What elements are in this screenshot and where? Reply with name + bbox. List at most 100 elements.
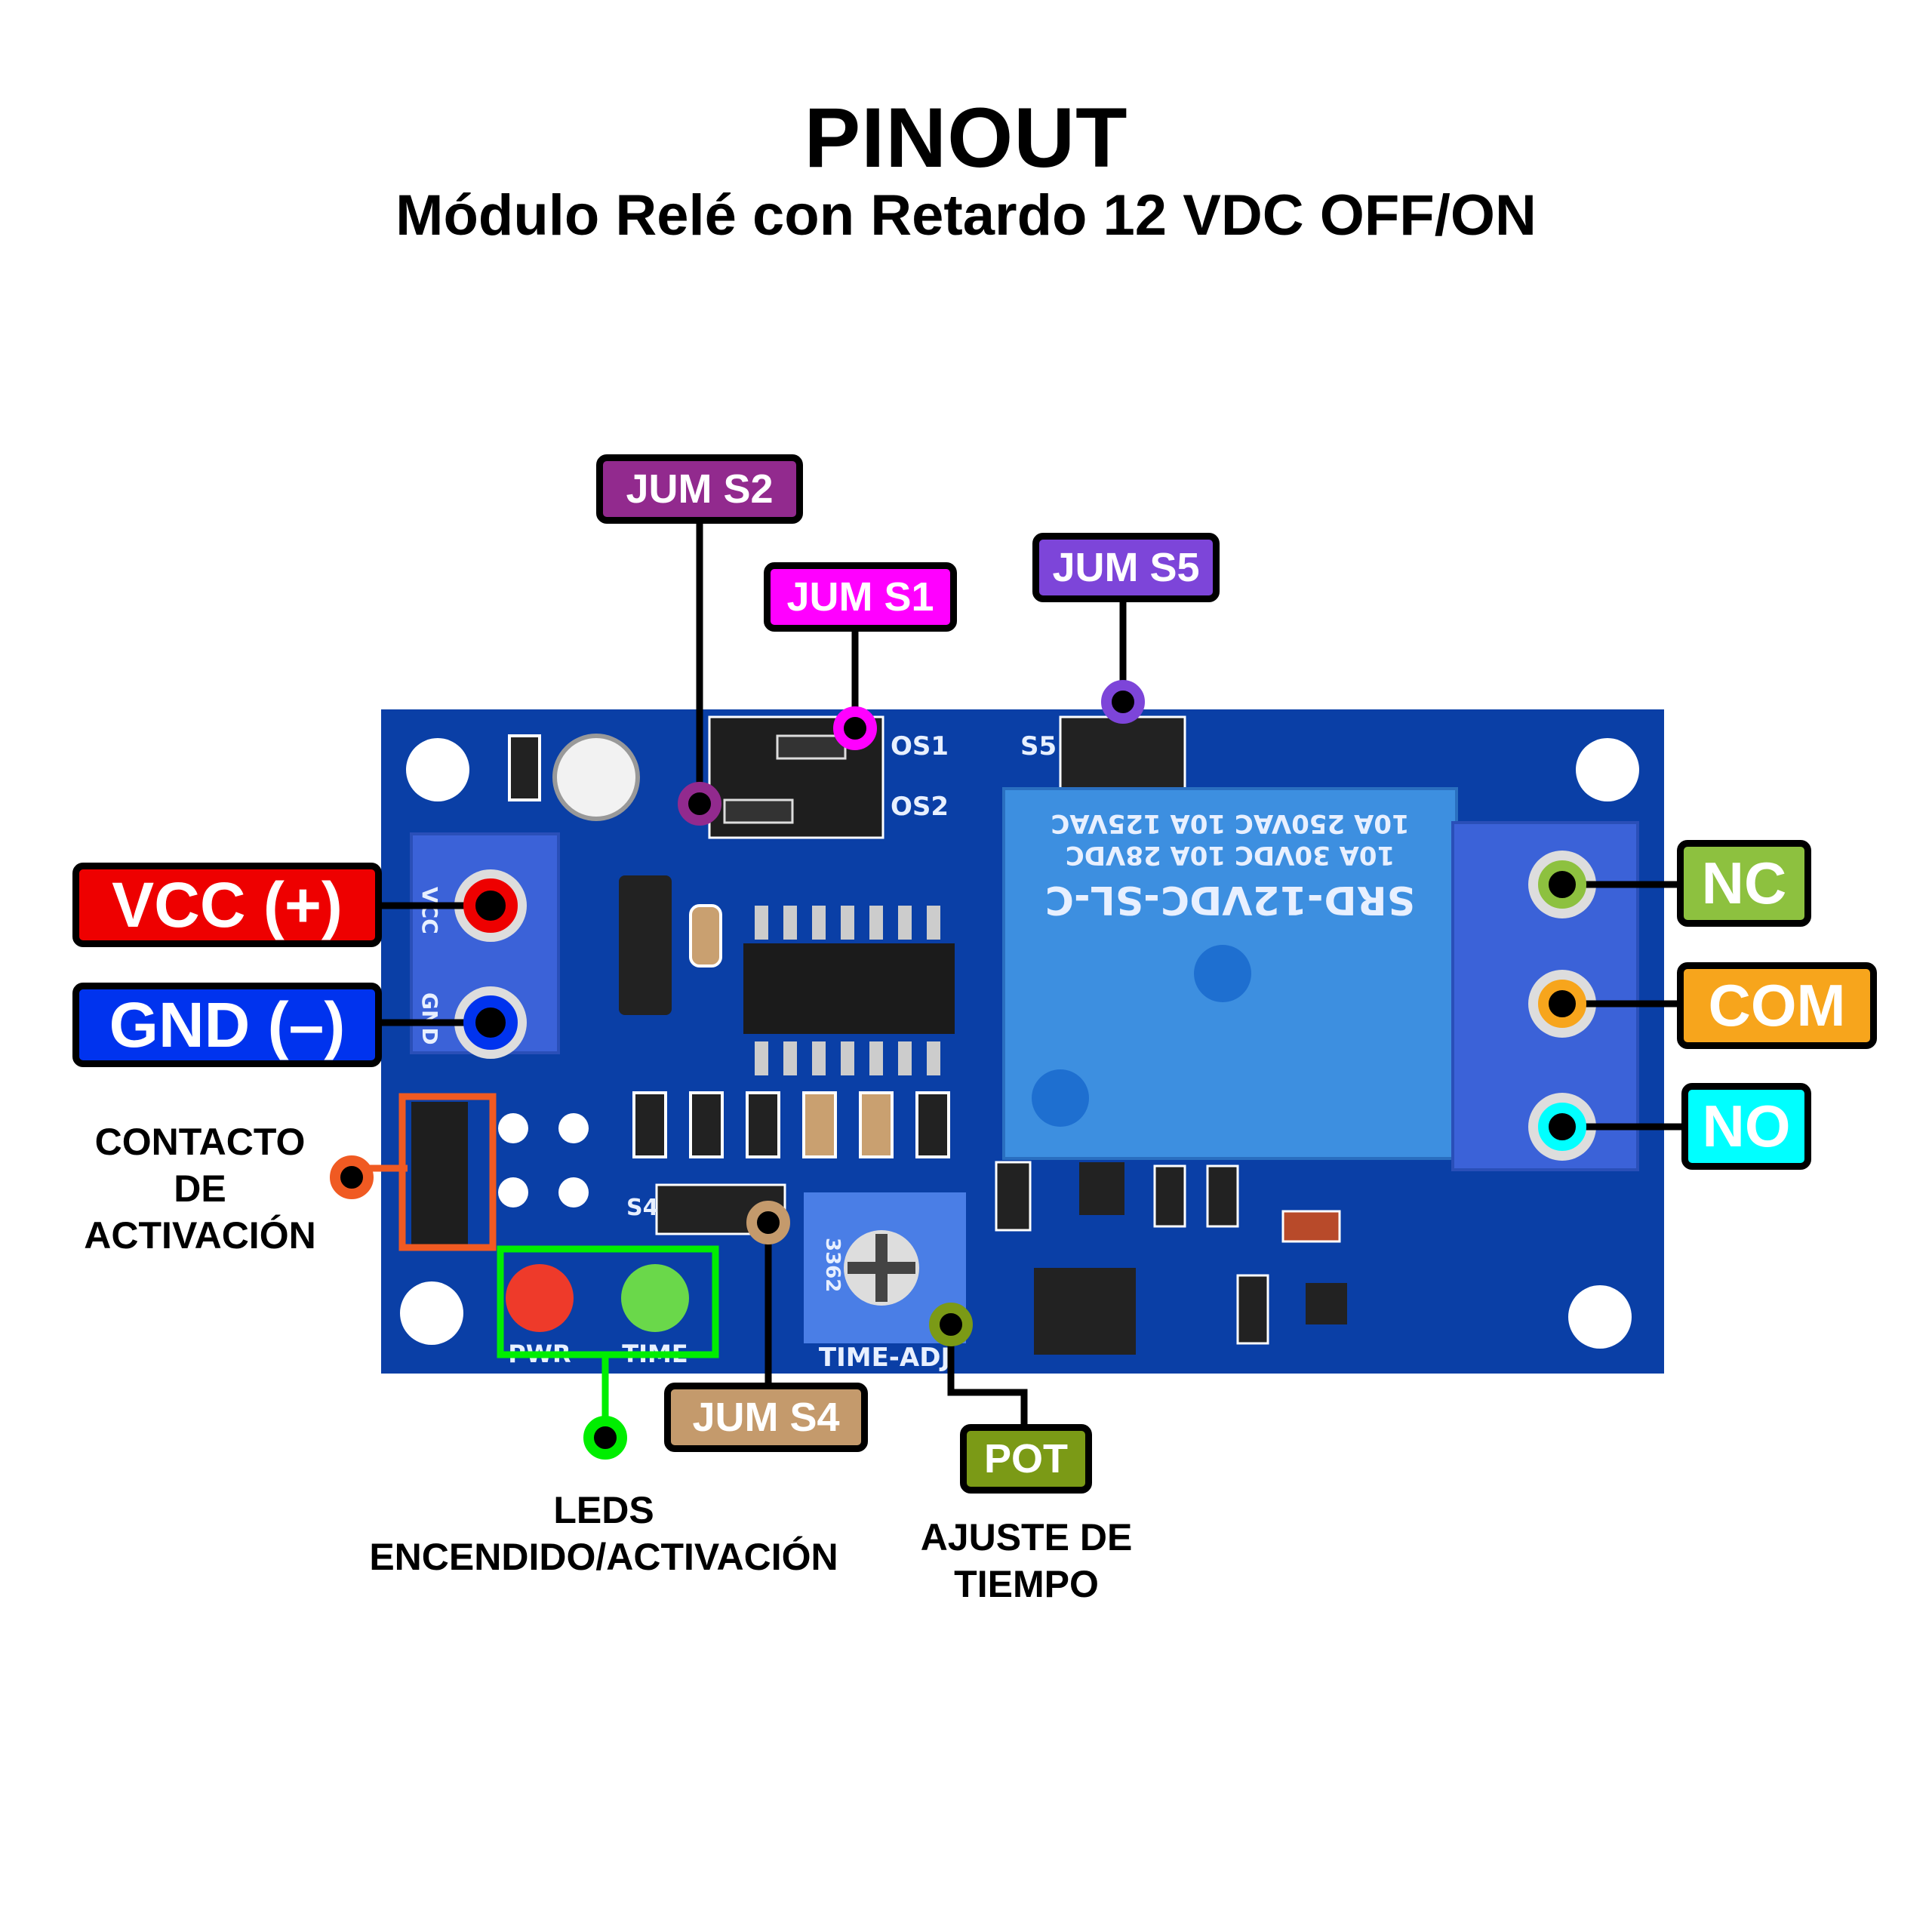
- ic-pin: [869, 906, 883, 940]
- activation-header: [411, 1102, 468, 1245]
- nc-marker: [1538, 860, 1586, 909]
- smd-resistor: [689, 1091, 724, 1158]
- vcc-label-text: VCC: [112, 869, 246, 940]
- com-marker: [1538, 980, 1586, 1028]
- smd-resistor: [859, 1091, 894, 1158]
- nc-label: NC: [1677, 840, 1811, 927]
- relay-dot: [1194, 945, 1251, 1002]
- silk-time-adj: TIME-ADJ: [819, 1343, 950, 1373]
- leds-marker: [583, 1416, 627, 1460]
- pad: [558, 1177, 589, 1208]
- pad: [498, 1113, 528, 1143]
- transistor: [1079, 1162, 1124, 1215]
- relay-rating-1: 10A 30VDC 10A 28VDC: [1066, 840, 1395, 870]
- silk-os2: OS2: [891, 792, 949, 822]
- ic-pin: [812, 1041, 826, 1075]
- ic-pin: [783, 1041, 797, 1075]
- optocoupler: [1034, 1268, 1136, 1355]
- smd-part: [1236, 1274, 1269, 1345]
- leds-caption-line: LEDS: [553, 1489, 654, 1531]
- smd-resistor: [746, 1091, 780, 1158]
- smd-part: [1206, 1164, 1239, 1228]
- ic-pin: [927, 1041, 940, 1075]
- pot-caption-line: AJUSTE DE: [920, 1516, 1133, 1558]
- ic-pin: [783, 906, 797, 940]
- silk-os1: OS1: [891, 731, 949, 761]
- ic-pin: [841, 1041, 854, 1075]
- relay-model: SRD-12VDC-SL-C: [1045, 877, 1415, 922]
- silk-gnd: GND: [417, 992, 442, 1045]
- gnd-label-symbol: (–): [267, 989, 346, 1060]
- no-label-text: NO: [1702, 1093, 1791, 1159]
- jum-s2-label-text: JUM S2: [626, 466, 774, 512]
- pad: [498, 1177, 528, 1208]
- contacto-marker: [330, 1155, 374, 1199]
- smd-resistor: [508, 734, 541, 801]
- capacitor: [552, 734, 640, 821]
- jumper-block-os: OS1 OS2: [708, 715, 949, 839]
- smd-capacitor: [689, 904, 722, 968]
- no-marker: [1538, 1103, 1586, 1151]
- page-title: PINOUT: [804, 91, 1128, 185]
- silk-s4: S4: [626, 1195, 658, 1221]
- relay: SRD-12VDC-SL-C 10A 30VDC 10A 28VDC 10A 2…: [1002, 787, 1458, 1160]
- relay-dot: [1032, 1069, 1089, 1127]
- relay-rating-2: 10A 250VAC 10A 125VAC: [1051, 808, 1409, 838]
- contacto-caption-line: ACTIVACIÓN: [84, 1214, 316, 1257]
- jum-s5-label: JUM S5: [1032, 533, 1220, 602]
- gnd-marker: [463, 995, 518, 1050]
- contacto-caption-line: DE: [174, 1168, 226, 1210]
- highlight-contacto: [398, 1093, 497, 1251]
- silk-s5: S5: [1020, 731, 1057, 761]
- jum-s1-marker: [833, 706, 877, 750]
- mount-hole-tl: [406, 738, 469, 801]
- smd-diode: [1281, 1210, 1341, 1243]
- jum-s4-marker: [746, 1201, 790, 1244]
- vcc-label-symbol: (+): [263, 869, 343, 940]
- smd-resistor: [915, 1091, 950, 1158]
- contacto-caption-line: CONTACTO: [94, 1121, 306, 1163]
- pot-label: POT: [960, 1424, 1092, 1494]
- smd-part: [1153, 1164, 1186, 1228]
- led-time: [621, 1264, 689, 1332]
- smd-resistor-row: [632, 1091, 950, 1158]
- gnd-label: GND (–): [72, 983, 382, 1067]
- markers: [330, 680, 1586, 1460]
- jum-s4-label: JUM S4: [664, 1383, 868, 1452]
- ic-pin: [898, 1041, 912, 1075]
- jum-s4-label-text: JUM S4: [692, 1395, 840, 1440]
- jum-s2-marker: [678, 782, 721, 826]
- ic-pin: [898, 906, 912, 940]
- ic-pin: [755, 906, 768, 940]
- pot-label-text: POT: [983, 1436, 1068, 1481]
- mount-hole-br: [1568, 1285, 1632, 1349]
- led-pwr: [506, 1264, 574, 1332]
- jum-s5-label-text: JUM S5: [1052, 545, 1200, 590]
- ic-pin: [869, 1041, 883, 1075]
- nc-label-text: NC: [1701, 850, 1787, 916]
- jum-s1-label-text: JUM S1: [786, 574, 934, 620]
- mount-hole-tr: [1576, 738, 1639, 801]
- ic-pin: [927, 906, 940, 940]
- pot-code: 3362: [821, 1238, 844, 1292]
- com-label-text: COM: [1708, 972, 1846, 1038]
- vcc-label: VCC (+): [72, 863, 382, 947]
- vcc-marker: [463, 878, 518, 933]
- pot-caption: AJUSTE DE TIEMPO: [875, 1514, 1177, 1607]
- contacto-caption: CONTACTO DE ACTIVACIÓN: [60, 1118, 340, 1259]
- leds-caption-line: ENCENDIDO/ACTIVACIÓN: [369, 1536, 838, 1578]
- ic-pin: [755, 1041, 768, 1075]
- jum-s1-label: JUM S1: [764, 562, 957, 632]
- ic-pin: [841, 906, 854, 940]
- mount-hole-bl: [400, 1281, 463, 1345]
- smd-resistor: [632, 1091, 667, 1158]
- jum-s5-marker: [1101, 680, 1145, 724]
- ic-chip: [743, 906, 955, 1075]
- smd-resistor: [802, 1091, 837, 1158]
- smd-part: [995, 1161, 1032, 1232]
- ic-pin: [812, 906, 826, 940]
- page-subtitle: Módulo Relé con Retardo 12 VDC OFF/ON: [395, 183, 1537, 248]
- silk-vcc: VCC: [417, 887, 442, 934]
- transistor: [1306, 1283, 1347, 1324]
